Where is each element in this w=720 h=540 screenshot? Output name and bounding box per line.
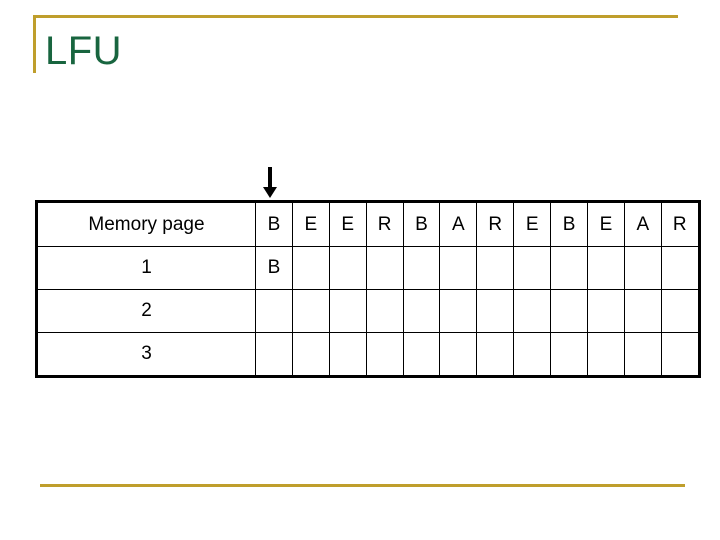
frame-slot-cell (660, 289, 700, 333)
frame-slot-cell (255, 289, 293, 333)
frame-slot-cell (328, 246, 367, 290)
frame-slot-cell (476, 289, 515, 333)
frame-slot-cell (513, 289, 552, 333)
reference-cell: R (660, 201, 700, 247)
frame-slot-cell (476, 332, 515, 377)
frame-label: 1 (36, 246, 256, 290)
slide-bottom-rule (40, 484, 685, 487)
frame-slot-cell (587, 246, 625, 290)
reference-cell: E (328, 201, 367, 247)
table-row: 3 (36, 332, 700, 377)
frame-slot-cell (365, 332, 404, 377)
reference-cell: R (476, 201, 515, 247)
slide-title-accent-bar (33, 15, 36, 73)
frame-slot-cell (623, 332, 662, 377)
frame-slot-cell (623, 246, 662, 290)
reference-cell: R (365, 201, 404, 247)
down-arrow-icon (263, 167, 277, 198)
frame-slot-cell (439, 289, 478, 333)
frame-slot-cell (328, 289, 367, 333)
reference-cell: B (255, 201, 293, 247)
reference-cell: E (513, 201, 552, 247)
frame-slot-cell (255, 332, 293, 377)
frame-slot-cell (365, 289, 404, 333)
frame-label: 2 (36, 289, 256, 333)
table-row: 2 (36, 289, 700, 333)
frame-slot-cell (291, 289, 330, 333)
frame-slot-cell (660, 332, 700, 377)
frame-slot-cell (550, 332, 589, 377)
frame-slot-cell (550, 246, 589, 290)
frame-slot-cell (439, 246, 478, 290)
frame-label: 3 (36, 332, 256, 377)
frame-slot-cell (513, 332, 552, 377)
frame-slot-cell (328, 332, 367, 377)
frame-slot-cell (291, 246, 330, 290)
frame-slot-cell (476, 246, 515, 290)
reference-cell: A (623, 201, 662, 247)
frame-slot-cell (439, 332, 478, 377)
page-title: LFU (45, 29, 123, 73)
frame-slot-cell (587, 332, 625, 377)
slide-top-rule (33, 15, 678, 18)
reference-cell: A (439, 201, 478, 247)
frame-slot-cell (291, 332, 330, 377)
frame-slot-cell (550, 289, 589, 333)
frame-slot-cell (365, 246, 404, 290)
frame-slot-cell (513, 246, 552, 290)
frame-slot-cell (402, 289, 441, 333)
frame-slot-cell (623, 289, 662, 333)
frame-slot-cell: B (255, 246, 293, 290)
reference-cell: E (587, 201, 625, 247)
reference-cell: E (291, 201, 330, 247)
frame-slot-cell (402, 246, 441, 290)
frame-slot-cell (587, 289, 625, 333)
reference-cell: B (402, 201, 441, 247)
frame-slot-cell (402, 332, 441, 377)
reference-cell: B (550, 201, 589, 247)
column-header-memory-page: Memory page (36, 201, 256, 247)
frame-slot-cell (660, 246, 700, 290)
